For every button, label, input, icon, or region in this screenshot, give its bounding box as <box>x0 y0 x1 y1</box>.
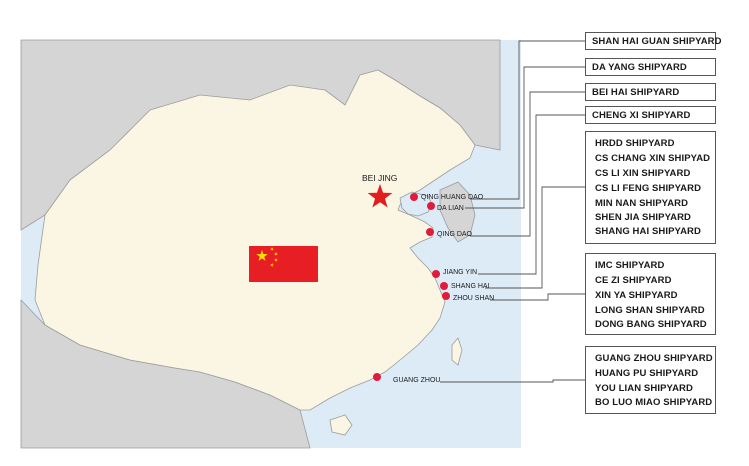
china-mainland <box>34 69 476 411</box>
port-dot-shanghai <box>440 282 448 290</box>
shipyard-name: CS LI FENG SHIPYARD <box>595 183 702 194</box>
flag-small-star-icon <box>274 252 278 256</box>
leader-line <box>490 293 585 301</box>
port-dot-dalian <box>427 202 435 210</box>
flag-small-star-icon <box>270 247 274 251</box>
shipyard-name: XIN YA SHIPYARD <box>595 290 678 301</box>
shipyard-name: BO LUO MIAO SHIPYARD <box>595 397 713 408</box>
leader-line <box>470 40 585 200</box>
shipyard-name: IMC SHIPYARD <box>595 260 665 271</box>
leader-lines <box>440 40 585 383</box>
shipyard-box-beihai: BEI HAI SHIPYARD <box>585 83 716 101</box>
flag-star-icon <box>256 250 268 261</box>
shipyard-name: SHEN JIA SHIPYARD <box>595 212 692 223</box>
shipyard-name: SHAN HAI GUAN SHIPYARD <box>592 36 722 47</box>
shipyard-name: LONG SHAN SHIPYARD <box>595 305 705 316</box>
port-dot-qinhuangdao <box>410 193 418 201</box>
port-label-jiangyin: JIANG YIN <box>443 269 477 276</box>
leader-line <box>485 186 585 289</box>
shipyard-name: GUANG ZHOU SHIPYARD <box>595 353 713 364</box>
shipyard-name: HRDD SHIPYARD <box>595 138 675 149</box>
shipyard-name: DA YANG SHIPYARD <box>592 62 687 73</box>
port-dot-qingdao <box>426 228 434 236</box>
leader-line <box>465 66 585 209</box>
shipyard-name: DONG BANG SHIPYARD <box>595 319 707 330</box>
bohai-sea <box>399 191 433 217</box>
port-label-qinhuangdao: QING HUANG DAO <box>421 194 484 201</box>
capital-label: BEI JING <box>362 173 397 183</box>
shipyard-name: CS LI XIN SHIPYARD <box>595 168 691 179</box>
port-label-dalian: DA LIAN <box>437 205 464 212</box>
flag-small-star-icon <box>270 263 274 267</box>
shipyard-box-guangzhou-group: GUANG ZHOU SHIPYARD HUANG PU SHIPYARD YO… <box>585 346 716 414</box>
china-flag <box>249 246 318 282</box>
shipyard-name: MIN NAN SHIPYARD <box>595 198 689 209</box>
shipyard-name: HUANG PU SHIPYARD <box>595 368 699 379</box>
ports-layer: QING HUANG DAO DA LIAN QING DAO JIANG YI… <box>373 193 494 384</box>
korean-peninsula <box>439 181 476 243</box>
shipyard-box-shanghai-group: HRDD SHIPYARD CS CHANG XIN SHIPYAD CS LI… <box>585 131 716 244</box>
port-dot-jiangyin <box>432 270 440 278</box>
taiwan-island <box>451 337 463 366</box>
shipyard-box-dayang: DA YANG SHIPYARD <box>585 58 716 76</box>
port-dot-guangzhou <box>373 373 381 381</box>
hainan-island <box>329 414 353 436</box>
leader-line <box>470 91 585 237</box>
shipyard-name: YOU LIAN SHIPYARD <box>595 383 693 394</box>
capital-star-icon <box>367 184 393 208</box>
port-dot-zhoushan <box>442 292 450 300</box>
shipyard-box-shanhaiguan: SHAN HAI GUAN SHIPYARD <box>585 32 722 50</box>
shipyard-name: CE ZI SHIPYARD <box>595 275 672 286</box>
leader-line <box>440 379 585 383</box>
leader-line <box>478 114 585 275</box>
port-label-zhoushan: ZHOU SHAN <box>453 295 494 302</box>
flag-small-star-icon <box>274 258 278 262</box>
shipyard-name: CS CHANG XIN SHIPYAD <box>595 153 711 164</box>
shipyard-box-zhoushan-group: IMC SHIPYARD CE ZI SHIPYARD XIN YA SHIPY… <box>585 253 716 335</box>
port-label-guangzhou: GUANG ZHOU <box>393 377 440 384</box>
port-label-qingdao: QING DAO <box>437 231 473 238</box>
port-label-shanghai: SHANG HAI <box>451 283 490 290</box>
shipyard-box-chengxi: CHENG XI SHIPYARD <box>585 106 716 124</box>
shipyard-name: BEI HAI SHIPYARD <box>592 87 680 98</box>
shipyard-name: CHENG XI SHIPYARD <box>592 110 691 121</box>
shipyard-name: SHANG HAI SHIPYARD <box>595 226 701 237</box>
